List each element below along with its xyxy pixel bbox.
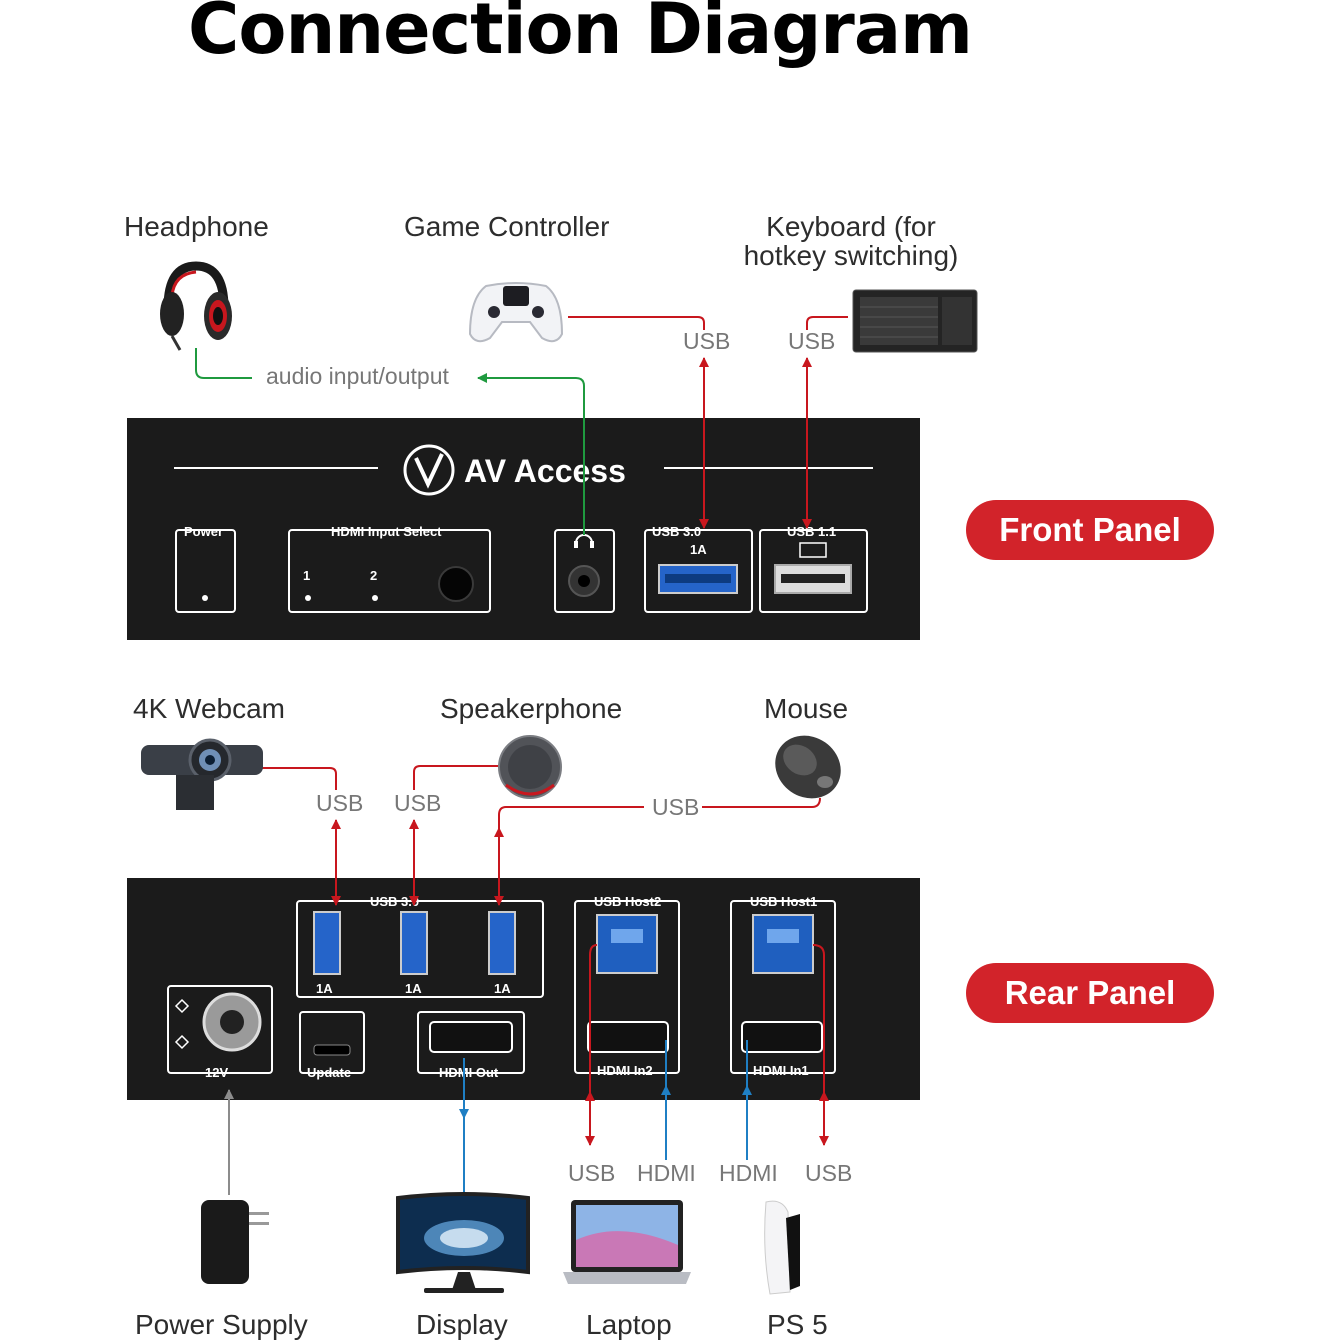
mouse-wire-left	[494, 806, 644, 906]
mouse-label: Mouse	[764, 693, 849, 724]
webcam-wire	[262, 767, 337, 790]
ps5-hdmi-label: HDMI	[719, 1160, 778, 1186]
polarity-icon	[174, 998, 190, 1050]
monitor-icon	[396, 1192, 530, 1293]
input2-label: 2	[370, 568, 377, 583]
game-controller-label: Game Controller	[404, 211, 610, 242]
power-supply-label: Power Supply	[135, 1309, 308, 1340]
keyboard-icon	[799, 542, 827, 558]
rear-usb-port-1[interactable]	[313, 911, 341, 975]
audio-wire-label: audio input/output	[266, 363, 449, 389]
rear-port2-current: 1A	[405, 981, 422, 996]
input1-led-icon	[305, 595, 311, 601]
rear-port3-current: 1A	[494, 981, 511, 996]
update-label: Update	[307, 1065, 351, 1080]
speaker-wire	[413, 765, 500, 790]
keyboard-label-line1: Keyboard (for	[766, 211, 936, 242]
input1-label: 1	[303, 568, 310, 583]
av-access-logo-icon	[403, 444, 455, 496]
update-port[interactable]	[313, 1044, 351, 1056]
mouse-icon	[775, 735, 841, 799]
power-led-icon	[202, 595, 208, 601]
front-usb11-label: USB 1.1	[787, 524, 836, 539]
front-usb30-current: 1A	[690, 542, 707, 557]
mouse-usb-label: USB	[652, 794, 699, 820]
laptop-usb-wire	[585, 944, 598, 1146]
dc-label: 12V	[205, 1065, 228, 1080]
front-panel: AV Access Power HDMI Input Select 1 2 US…	[127, 418, 920, 640]
laptop-icon	[563, 1200, 691, 1284]
speakerphone-label: Speakerphone	[440, 693, 623, 724]
speakerphone-icon	[498, 735, 562, 799]
ps5-usb-label: USB	[805, 1160, 852, 1186]
rear-usb-port-3[interactable]	[488, 911, 516, 975]
webcam-label: 4K Webcam	[133, 693, 285, 724]
game-controller-icon	[468, 282, 564, 343]
laptop-usb-label: USB	[568, 1160, 615, 1186]
host1-label: USB Host1	[750, 894, 817, 909]
brand-name: AV Access	[464, 453, 626, 489]
ps5-icon	[764, 1200, 800, 1295]
page-title: Connection Diagram	[188, 0, 973, 70]
controller-wire	[568, 316, 705, 330]
hdmi-select-label: HDMI Input Select	[331, 524, 442, 539]
webcam-icon	[141, 738, 263, 810]
rear-usb30-label: USB 3.0	[370, 894, 419, 909]
rear-port1-current: 1A	[316, 981, 333, 996]
power-adapter-icon	[201, 1200, 269, 1284]
audio-wire-left	[195, 348, 252, 379]
laptop-hdmi-label: HDMI	[637, 1160, 696, 1186]
webcam-usb-label: USB	[316, 790, 363, 816]
speaker-usb-label: USB	[394, 790, 441, 816]
select-knob-icon[interactable]	[438, 566, 474, 602]
headphone-icon	[160, 261, 232, 351]
host2-label: USB Host2	[594, 894, 661, 909]
audio-wire-right	[477, 373, 585, 535]
display-label: Display	[416, 1309, 508, 1340]
laptop-label: Laptop	[586, 1309, 672, 1340]
front-power-label: Power	[184, 524, 223, 539]
rear-panel-badge: Rear Panel	[966, 963, 1214, 1023]
mouse-wire-right	[702, 797, 821, 808]
controller-usb-label: USB	[683, 328, 730, 354]
keyboard-usb-label: USB	[788, 328, 835, 354]
headset-icon	[574, 534, 594, 548]
ps5-usb-wire	[812, 944, 829, 1146]
ps5-label: PS 5	[767, 1309, 828, 1340]
host1-usb-port[interactable]	[752, 914, 814, 974]
hdmi-out-port[interactable]	[429, 1021, 513, 1053]
rear-panel: USB 3.0 1A 1A 1A USB Host2 HDMI In2 USB …	[127, 878, 920, 1100]
hdmi-in2-label: HDMI In2	[597, 1063, 653, 1078]
hdmi-in2-port[interactable]	[587, 1021, 669, 1053]
front-panel-badge: Front Panel	[966, 500, 1214, 560]
hdmi-out-label: HDMI Out	[439, 1065, 499, 1080]
keyboard-device-icon	[852, 289, 978, 353]
input2-led-icon	[372, 595, 378, 601]
host2-usb-port[interactable]	[596, 914, 658, 974]
keyboard-label-line2: hotkey switching)	[743, 240, 959, 271]
hdmi-in1-label: HDMI In1	[753, 1063, 809, 1078]
hdmi-in1-port[interactable]	[741, 1021, 823, 1053]
keyboard-wire	[806, 316, 848, 330]
keyboard-label: Keyboard (for hotkey switching)	[738, 212, 964, 270]
headphone-label: Headphone	[124, 211, 269, 242]
front-usb30-label: USB 3.0	[652, 524, 701, 539]
rear-usb-port-2[interactable]	[400, 911, 428, 975]
